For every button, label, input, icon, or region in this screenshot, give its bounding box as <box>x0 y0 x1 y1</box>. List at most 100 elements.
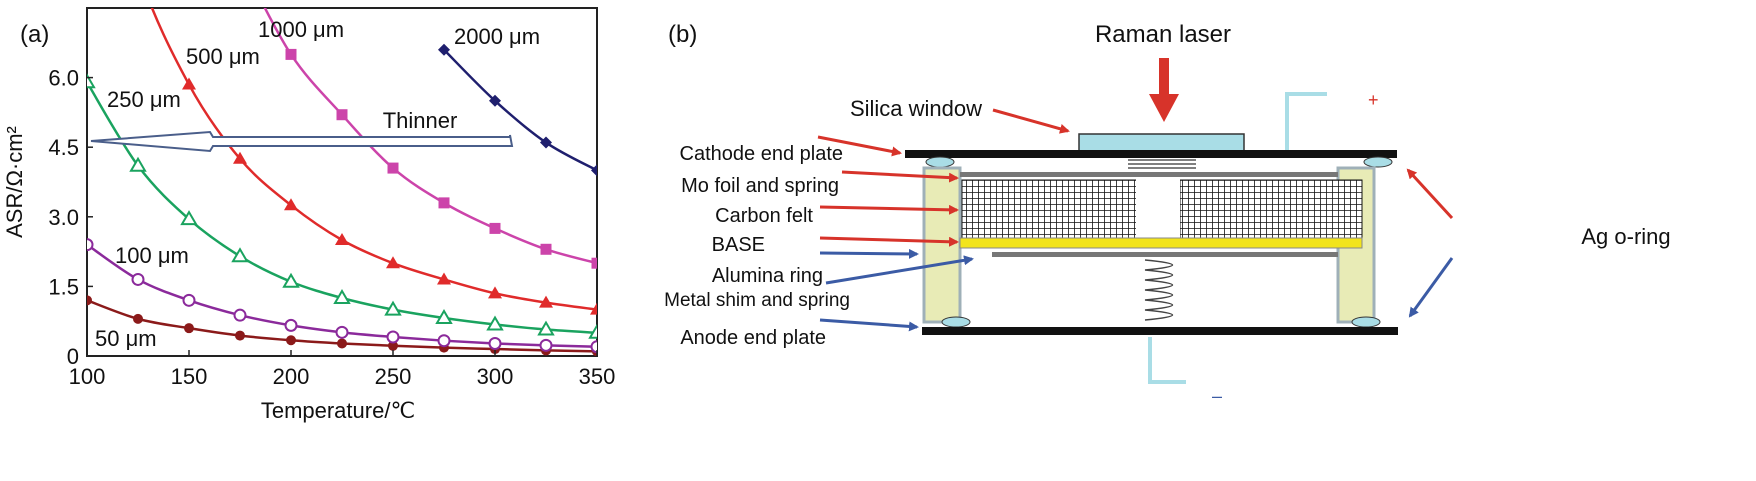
label-metal-shim: Metal shim and spring <box>664 290 850 311</box>
plus-sign: + <box>1368 90 1379 110</box>
silica-window <box>1078 133 1245 153</box>
arrow-carbon-felt <box>819 204 959 215</box>
y-axis-label: ASR/Ω·cm² <box>2 126 27 238</box>
data-point <box>539 338 553 352</box>
data-point <box>284 198 298 211</box>
data-point <box>182 293 196 307</box>
data-point <box>591 164 597 177</box>
series-label-100: 100 μm <box>115 243 189 268</box>
x-tick-label: 200 <box>273 364 310 389</box>
laser-arrow <box>1149 58 1179 122</box>
data-point <box>87 238 94 252</box>
y-tick-label: 0 <box>67 344 79 369</box>
data-point <box>435 308 453 324</box>
label-ag-oring: Ag o-ring <box>1581 224 1670 249</box>
label-mo-foil: Mo foil and spring <box>681 175 839 197</box>
arrow-silica-window <box>992 108 1070 134</box>
data-point <box>131 272 145 286</box>
plot-frame <box>86 7 598 357</box>
cell-diagram: (b) Raman laser + <box>664 21 1671 406</box>
x-tick-label: 250 <box>375 364 412 389</box>
data-point <box>282 272 300 288</box>
data-point <box>488 336 502 350</box>
data-point <box>489 94 501 107</box>
arrow-base <box>819 236 959 247</box>
base-layer <box>959 237 1363 249</box>
data-point <box>537 320 555 336</box>
data-point <box>438 43 450 56</box>
data-point <box>231 247 249 263</box>
x-tick-label: 350 <box>579 364 616 389</box>
data-point <box>180 210 198 226</box>
thinner-arrow-shape <box>90 130 514 153</box>
data-point <box>540 243 552 255</box>
data-point <box>336 109 348 121</box>
y-tick-label: 1.5 <box>48 274 79 299</box>
data-point <box>590 302 597 315</box>
arrow-ag-oring-top <box>1406 168 1454 220</box>
data-point <box>87 295 92 306</box>
data-point <box>540 136 552 149</box>
series-label-500: 500 μm <box>186 44 260 69</box>
negative-terminal-wire <box>1148 337 1186 384</box>
x-axis-label: Temperature/℃ <box>261 398 415 423</box>
thinner-arrow: Thinner <box>90 108 514 153</box>
bottom-spring <box>1144 259 1173 321</box>
data-point <box>384 300 402 316</box>
arrow-alumina-ring <box>825 255 974 285</box>
data-point <box>588 323 597 339</box>
data-point <box>184 323 194 334</box>
label-alumina-ring: Alumina ring <box>712 265 823 287</box>
data-point <box>437 272 451 285</box>
series-layer <box>87 8 597 356</box>
minus-sign: – <box>1212 386 1222 406</box>
ag-oring-top-left <box>925 156 955 168</box>
data-point <box>235 330 245 341</box>
panel-label-b: (b) <box>668 21 697 48</box>
arrow-cathode-end-plate <box>817 135 902 157</box>
positive-terminal-wire <box>1285 92 1327 150</box>
data-point <box>233 308 247 322</box>
top-spring <box>1128 159 1196 169</box>
data-point <box>387 162 399 174</box>
ag-oring-bottom-right <box>1351 316 1381 328</box>
data-point <box>335 325 349 339</box>
arrow-mo-foil <box>841 170 959 183</box>
data-point <box>133 313 143 324</box>
x-tick-label: 150 <box>171 364 208 389</box>
y-tick-label: 6.0 <box>48 66 79 91</box>
anode-end-plate <box>922 327 1398 335</box>
cathode-end-plate <box>905 150 1397 158</box>
x-tick-label: 100 <box>69 364 106 389</box>
ag-oring-top-right <box>1363 156 1393 168</box>
series-label-2000: 2000 μm <box>454 24 540 49</box>
label-silica-window: Silica window <box>850 96 982 121</box>
data-point <box>182 77 196 90</box>
y-tick-label: 4.5 <box>48 135 79 160</box>
label-carbon-felt: Carbon felt <box>715 205 813 227</box>
series-label-1000: 1000 μm <box>258 17 344 42</box>
data-point <box>489 222 501 234</box>
data-point <box>486 315 504 331</box>
ag-oring-bottom-left <box>941 316 971 328</box>
data-point <box>539 295 553 308</box>
metal-shim <box>992 252 1338 257</box>
arrow-anode-end-plate <box>819 318 919 332</box>
series-label-250: 250 μm <box>107 87 181 112</box>
arrow-base-blue <box>819 248 919 259</box>
data-point <box>337 338 347 349</box>
arrow-ag-oring-bottom <box>1408 257 1454 318</box>
data-point <box>488 286 502 299</box>
alumina-ring-left <box>922 166 962 324</box>
series-label-50: 50 μm <box>95 326 157 351</box>
data-point <box>591 257 597 269</box>
data-point <box>284 318 298 332</box>
label-base: BASE <box>712 234 765 256</box>
data-point <box>438 197 450 209</box>
data-point <box>388 340 398 351</box>
data-point <box>233 151 247 164</box>
data-point <box>129 156 147 172</box>
